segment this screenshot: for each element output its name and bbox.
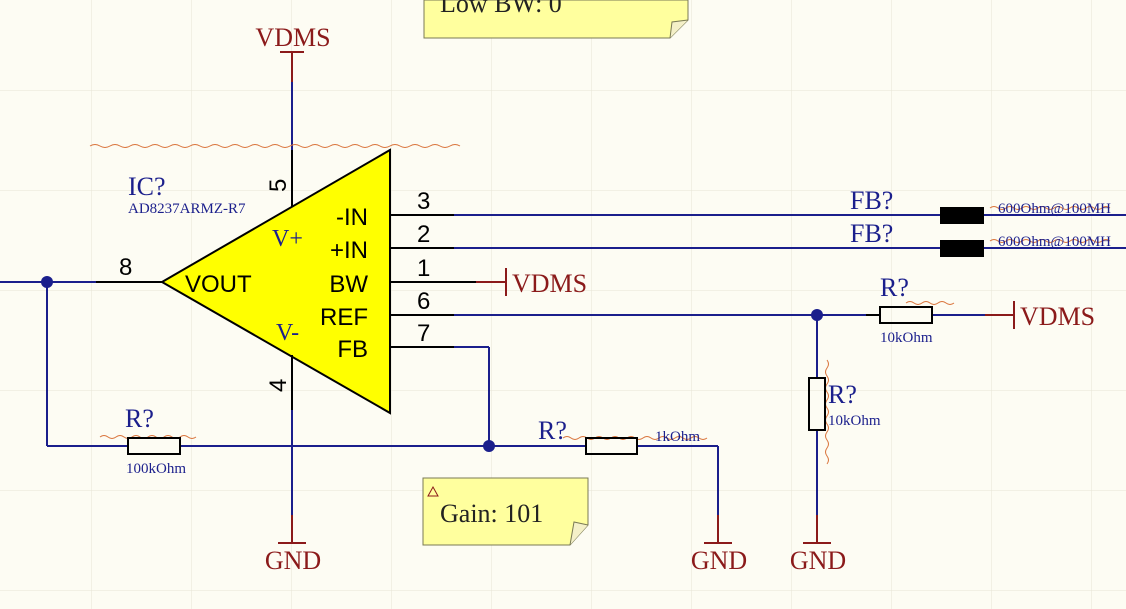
selection-squiggle	[825, 359, 829, 465]
junction-dot	[811, 309, 823, 321]
pin-name-fb: FB	[337, 336, 368, 363]
selection-squiggle	[89, 144, 461, 148]
selection-squiggle	[989, 206, 1111, 210]
power-vdms-top-label: VDMS	[255, 23, 330, 52]
resistor-ref-value: 10kOhm	[880, 330, 933, 346]
junction-dot	[483, 440, 495, 452]
pin-name-ref: REF	[320, 304, 368, 331]
ferrite-bead-body[interactable]	[940, 206, 984, 224]
power-vdms-top[interactable]: VDMS	[255, 23, 331, 82]
resistor-body[interactable]	[127, 437, 181, 455]
resistor-body[interactable]	[808, 377, 826, 431]
instrumentation-amplifier[interactable]: 5 4 8 3 2 1 6 7 -IN +IN BW REF FB VOUT V…	[89, 144, 461, 415]
pin-name-in-minus: -IN	[336, 204, 368, 231]
junctions	[41, 276, 823, 452]
pin-number-8: 8	[119, 254, 132, 281]
pin-number-5: 5	[265, 179, 292, 192]
selection-squiggle	[905, 301, 955, 305]
pin-number-7: 7	[417, 320, 430, 347]
resistor-feedback[interactable]: R? 1kOhm	[538, 416, 708, 455]
note-gain[interactable]: Gain: 101	[422, 477, 589, 546]
junction-dot	[41, 276, 53, 288]
power-gnd-mid[interactable]: GND	[691, 515, 747, 575]
ic-part-number: AD8237ARMZ-R7	[128, 201, 246, 217]
selection-squiggle	[989, 239, 1111, 243]
warning-triangle-icon	[427, 485, 439, 497]
power-gnd-left-label: GND	[265, 546, 321, 575]
note-low-bw[interactable]: Low BW: 0	[423, 0, 689, 39]
ferrite-bead-2[interactable]: FB? 600Ohm@100MH	[850, 219, 1111, 257]
power-gnd-right-label: GND	[790, 546, 846, 575]
pin-number-4: 4	[265, 379, 292, 392]
nets	[0, 82, 1126, 515]
power-vdms-ref[interactable]: VDMS	[985, 301, 1095, 331]
resistor-vertical-value: 10kOhm	[828, 413, 881, 429]
ferrite-2-value: 600Ohm@100MH	[998, 234, 1111, 250]
pin-name-in-plus: +IN	[330, 237, 368, 264]
pin-number-1: 1	[417, 255, 430, 282]
note-gain-text: Gain: 101	[440, 499, 543, 528]
pin-name-vplus: V+	[272, 226, 303, 252]
power-gnd-mid-label: GND	[691, 546, 747, 575]
pin-number-3: 3	[417, 188, 430, 215]
pin-name-vminus: V-	[276, 320, 299, 346]
ic-designator: IC?	[128, 172, 166, 201]
resistor-ref[interactable]: R? 10kOhm	[866, 273, 955, 346]
resistor-gain-designator: R?	[125, 404, 154, 433]
power-vdms-bw[interactable]: VDMS	[454, 268, 587, 298]
resistor-body[interactable]	[585, 437, 638, 455]
resistor-gain[interactable]: R? 100kOhm	[99, 404, 197, 477]
resistor-body[interactable]	[879, 306, 933, 324]
ferrite-1-value: 600Ohm@100MH	[998, 201, 1111, 217]
power-vdms-ref-label: VDMS	[1020, 302, 1095, 331]
resistor-feedback-designator: R?	[538, 416, 567, 445]
pin-name-vout: VOUT	[185, 271, 252, 298]
power-vdms-bw-label: VDMS	[512, 269, 587, 298]
resistor-feedback-value: 1kOhm	[655, 429, 700, 445]
power-gnd-left[interactable]: GND	[265, 515, 321, 575]
ferrite-1-designator: FB?	[850, 186, 893, 215]
pin-number-2: 2	[417, 221, 430, 248]
resistor-vertical-designator: R?	[828, 380, 857, 409]
resistor-ref-designator: R?	[880, 273, 909, 302]
power-gnd-right[interactable]: GND	[790, 515, 846, 575]
resistor-vertical[interactable]: R? 10kOhm	[808, 359, 881, 465]
note-low-bw-text: Low BW: 0	[440, 0, 562, 18]
pin-name-bw: BW	[329, 271, 368, 298]
resistor-gain-value: 100kOhm	[126, 461, 186, 477]
ferrite-bead-1[interactable]: FB? 600Ohm@100MH	[850, 186, 1111, 224]
ferrite-bead-body[interactable]	[940, 239, 984, 257]
ferrite-2-designator: FB?	[850, 219, 893, 248]
pin-number-6: 6	[417, 288, 430, 315]
